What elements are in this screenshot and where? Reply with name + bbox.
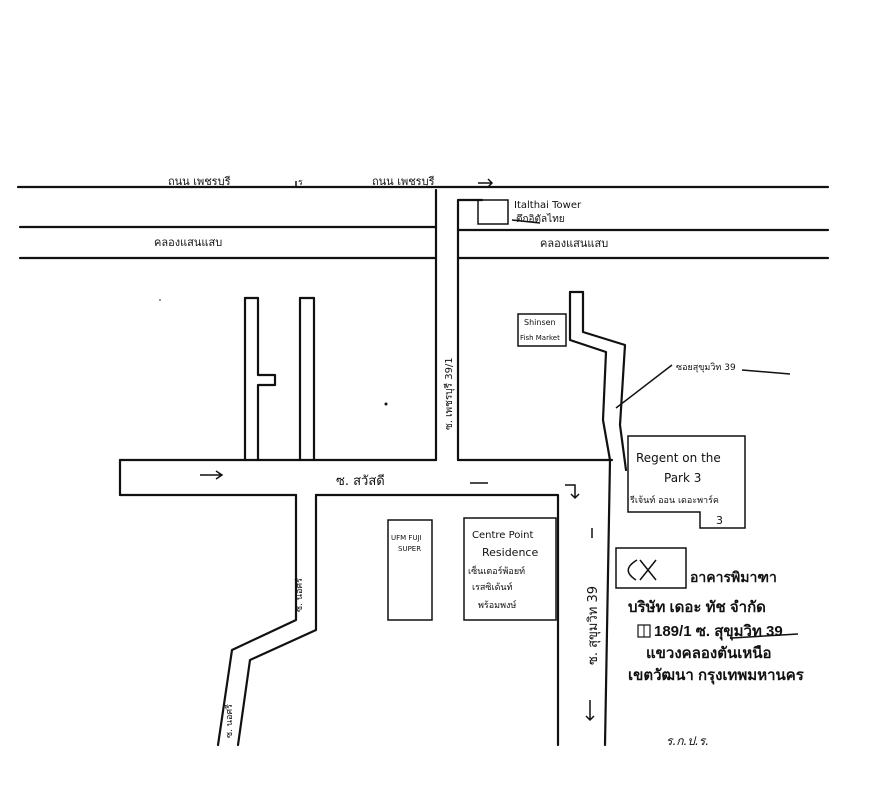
regent-on-the-park-box (627, 435, 746, 529)
label-shinsen-2: Fish Market (520, 334, 560, 342)
label-petchburi-left: ถนน เพชรบุรี (168, 175, 231, 188)
soi-39-leader-line (615, 364, 673, 409)
label-canal-left: คลองแสนแสบ (154, 236, 222, 249)
speck (384, 402, 388, 406)
shinsen-box (517, 313, 567, 347)
label-soi-39-leader: ซอยสุขุมวิท 39 (676, 362, 736, 373)
label-petchburi-right: ถนน เพชรบุรี (372, 175, 435, 188)
label-regent-th: รีเจ้นท์ ออน เดอะพาร์ค (630, 494, 719, 506)
label-soi-39-vertical: ซ. สุขุมวิท 39 (586, 586, 601, 665)
company-name: บริษัท เดอะ ทัช จำกัด (628, 598, 766, 616)
label-nana-lower: ซ. นอศรี (224, 704, 235, 738)
arrow-turn-down-icon (565, 484, 580, 500)
ufm-fuji-building (387, 519, 433, 621)
label-petchburi-mark: ร (298, 178, 303, 188)
label-regent-1: Regent on the (636, 451, 721, 465)
label-ufm-2: SUPER (398, 545, 421, 553)
label-centre-1: Centre Point (472, 530, 534, 541)
label-centre-th3: พร้อมพงษ์ (478, 599, 517, 611)
address-underline (731, 633, 799, 639)
soi-39-upper-west (568, 290, 612, 462)
label-regent-2: Park 3 (664, 471, 701, 485)
arrow-soi39-down-icon (585, 700, 595, 722)
logo-x-2 (639, 559, 657, 581)
label-centre-2: Residence (482, 546, 538, 559)
company-address-3: เขตวัฒนา กรุงเทพมหานคร (628, 667, 805, 685)
label-sawasdee: ซ. สวัสดี (336, 473, 385, 489)
soi-petchburi-east-edge (456, 198, 484, 462)
company-logo-box (615, 547, 687, 589)
company-building: อาคารพิมาฑา (690, 569, 777, 585)
soi-nana-west (216, 493, 298, 747)
speck (141, 257, 143, 259)
label-shinsen-1: Shinsen (524, 318, 556, 327)
label-canal-right: คลองแสนแสบ (540, 237, 608, 250)
label-ufm-1: UFM FUJI (391, 534, 422, 542)
company-address-2: แขวงคลองตันเหนือ (646, 645, 772, 662)
logo-crescent (627, 559, 638, 581)
centre-point-box (463, 517, 557, 621)
soi-39-east-edge (603, 458, 612, 747)
signature: ร.ก.ป.ร. (666, 734, 709, 748)
company-address-1: 189/1 ซ. สุขุมวิท 39 (654, 622, 783, 641)
soi-39-label-underline (741, 369, 791, 375)
label-soi-petchburi: ซ. เพชรบุรี 39/1 (443, 357, 455, 430)
soi-nana-east (236, 493, 318, 747)
label-centre-th1: เซ็นเตอร์พ้อยท์ (468, 564, 525, 577)
arrow-sawasdee-right-icon (200, 470, 224, 480)
label-italthai-en: Italthai Tower (514, 200, 582, 211)
speck (159, 299, 161, 301)
label-regent-num: 3 (716, 514, 723, 527)
sawasdee-south-east (314, 493, 560, 747)
italthai-pointer (511, 219, 541, 224)
arrow-petchburi-right-icon (478, 178, 494, 188)
label-centre-th2: เรสซิเด้นท์ (472, 581, 513, 593)
label-nana-upper: ซ. นอศรี (294, 578, 305, 612)
side-street-a-right (256, 296, 277, 462)
italthai-tower-block (477, 199, 509, 225)
soi-39-upper-east (581, 290, 628, 472)
label-italthai-th: ตึกอิตัลไทย (516, 213, 565, 225)
